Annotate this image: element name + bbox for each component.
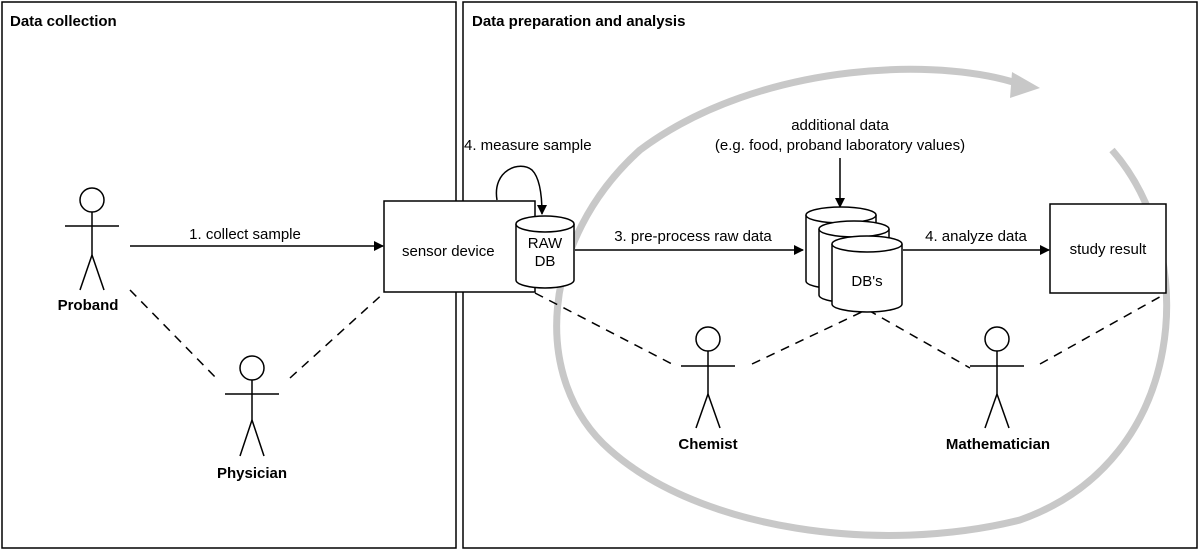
physician-label: Physician bbox=[217, 465, 287, 482]
mathematician-result-link bbox=[1039, 293, 1166, 365]
physician-figure bbox=[225, 355, 279, 457]
dbs-mathematician-link bbox=[867, 309, 971, 369]
physician-sensor-link bbox=[289, 290, 387, 379]
raw-db-label-line1: RAW bbox=[528, 235, 563, 252]
study-result-label: study result bbox=[1070, 241, 1148, 258]
mathematician-figure bbox=[970, 326, 1024, 429]
proband-physician-link bbox=[129, 289, 219, 381]
study-result-box bbox=[1049, 203, 1167, 294]
chemist-dbs-link bbox=[751, 309, 867, 365]
additional-data-examples: (e.g. food, proband laboratory values) bbox=[715, 137, 965, 154]
proband-figure bbox=[65, 187, 119, 291]
measure-sample-label: 4. measure sample bbox=[464, 137, 592, 154]
analyze-data-label: 4. analyze data bbox=[925, 228, 1027, 245]
dbs-cylinders bbox=[805, 206, 903, 313]
data-collection-title: Data collection bbox=[10, 13, 117, 30]
mathematician-label: Mathematician bbox=[946, 436, 1050, 453]
data-collection-panel bbox=[1, 1, 457, 549]
raw-db-cylinder bbox=[515, 215, 575, 289]
cycle-arrowhead bbox=[1010, 72, 1040, 98]
dbs-label: DB's bbox=[851, 273, 882, 290]
rawdb-chemist-link bbox=[534, 292, 673, 365]
measure-sample-arrow bbox=[495, 165, 547, 215]
preprocess-label: 3. pre-process raw data bbox=[614, 228, 772, 245]
iteration-cycle-arrow bbox=[553, 65, 1171, 539]
raw-db-label-line2: DB bbox=[535, 253, 556, 270]
collect-sample-label: 1. collect sample bbox=[189, 226, 301, 243]
data-analysis-title: Data preparation and analysis bbox=[472, 13, 685, 30]
additional-data-label: additional data bbox=[791, 117, 889, 134]
chemist-figure bbox=[681, 326, 735, 429]
chemist-label: Chemist bbox=[678, 436, 737, 453]
proband-label: Proband bbox=[58, 297, 119, 314]
sensor-device-label: sensor device bbox=[402, 243, 495, 260]
